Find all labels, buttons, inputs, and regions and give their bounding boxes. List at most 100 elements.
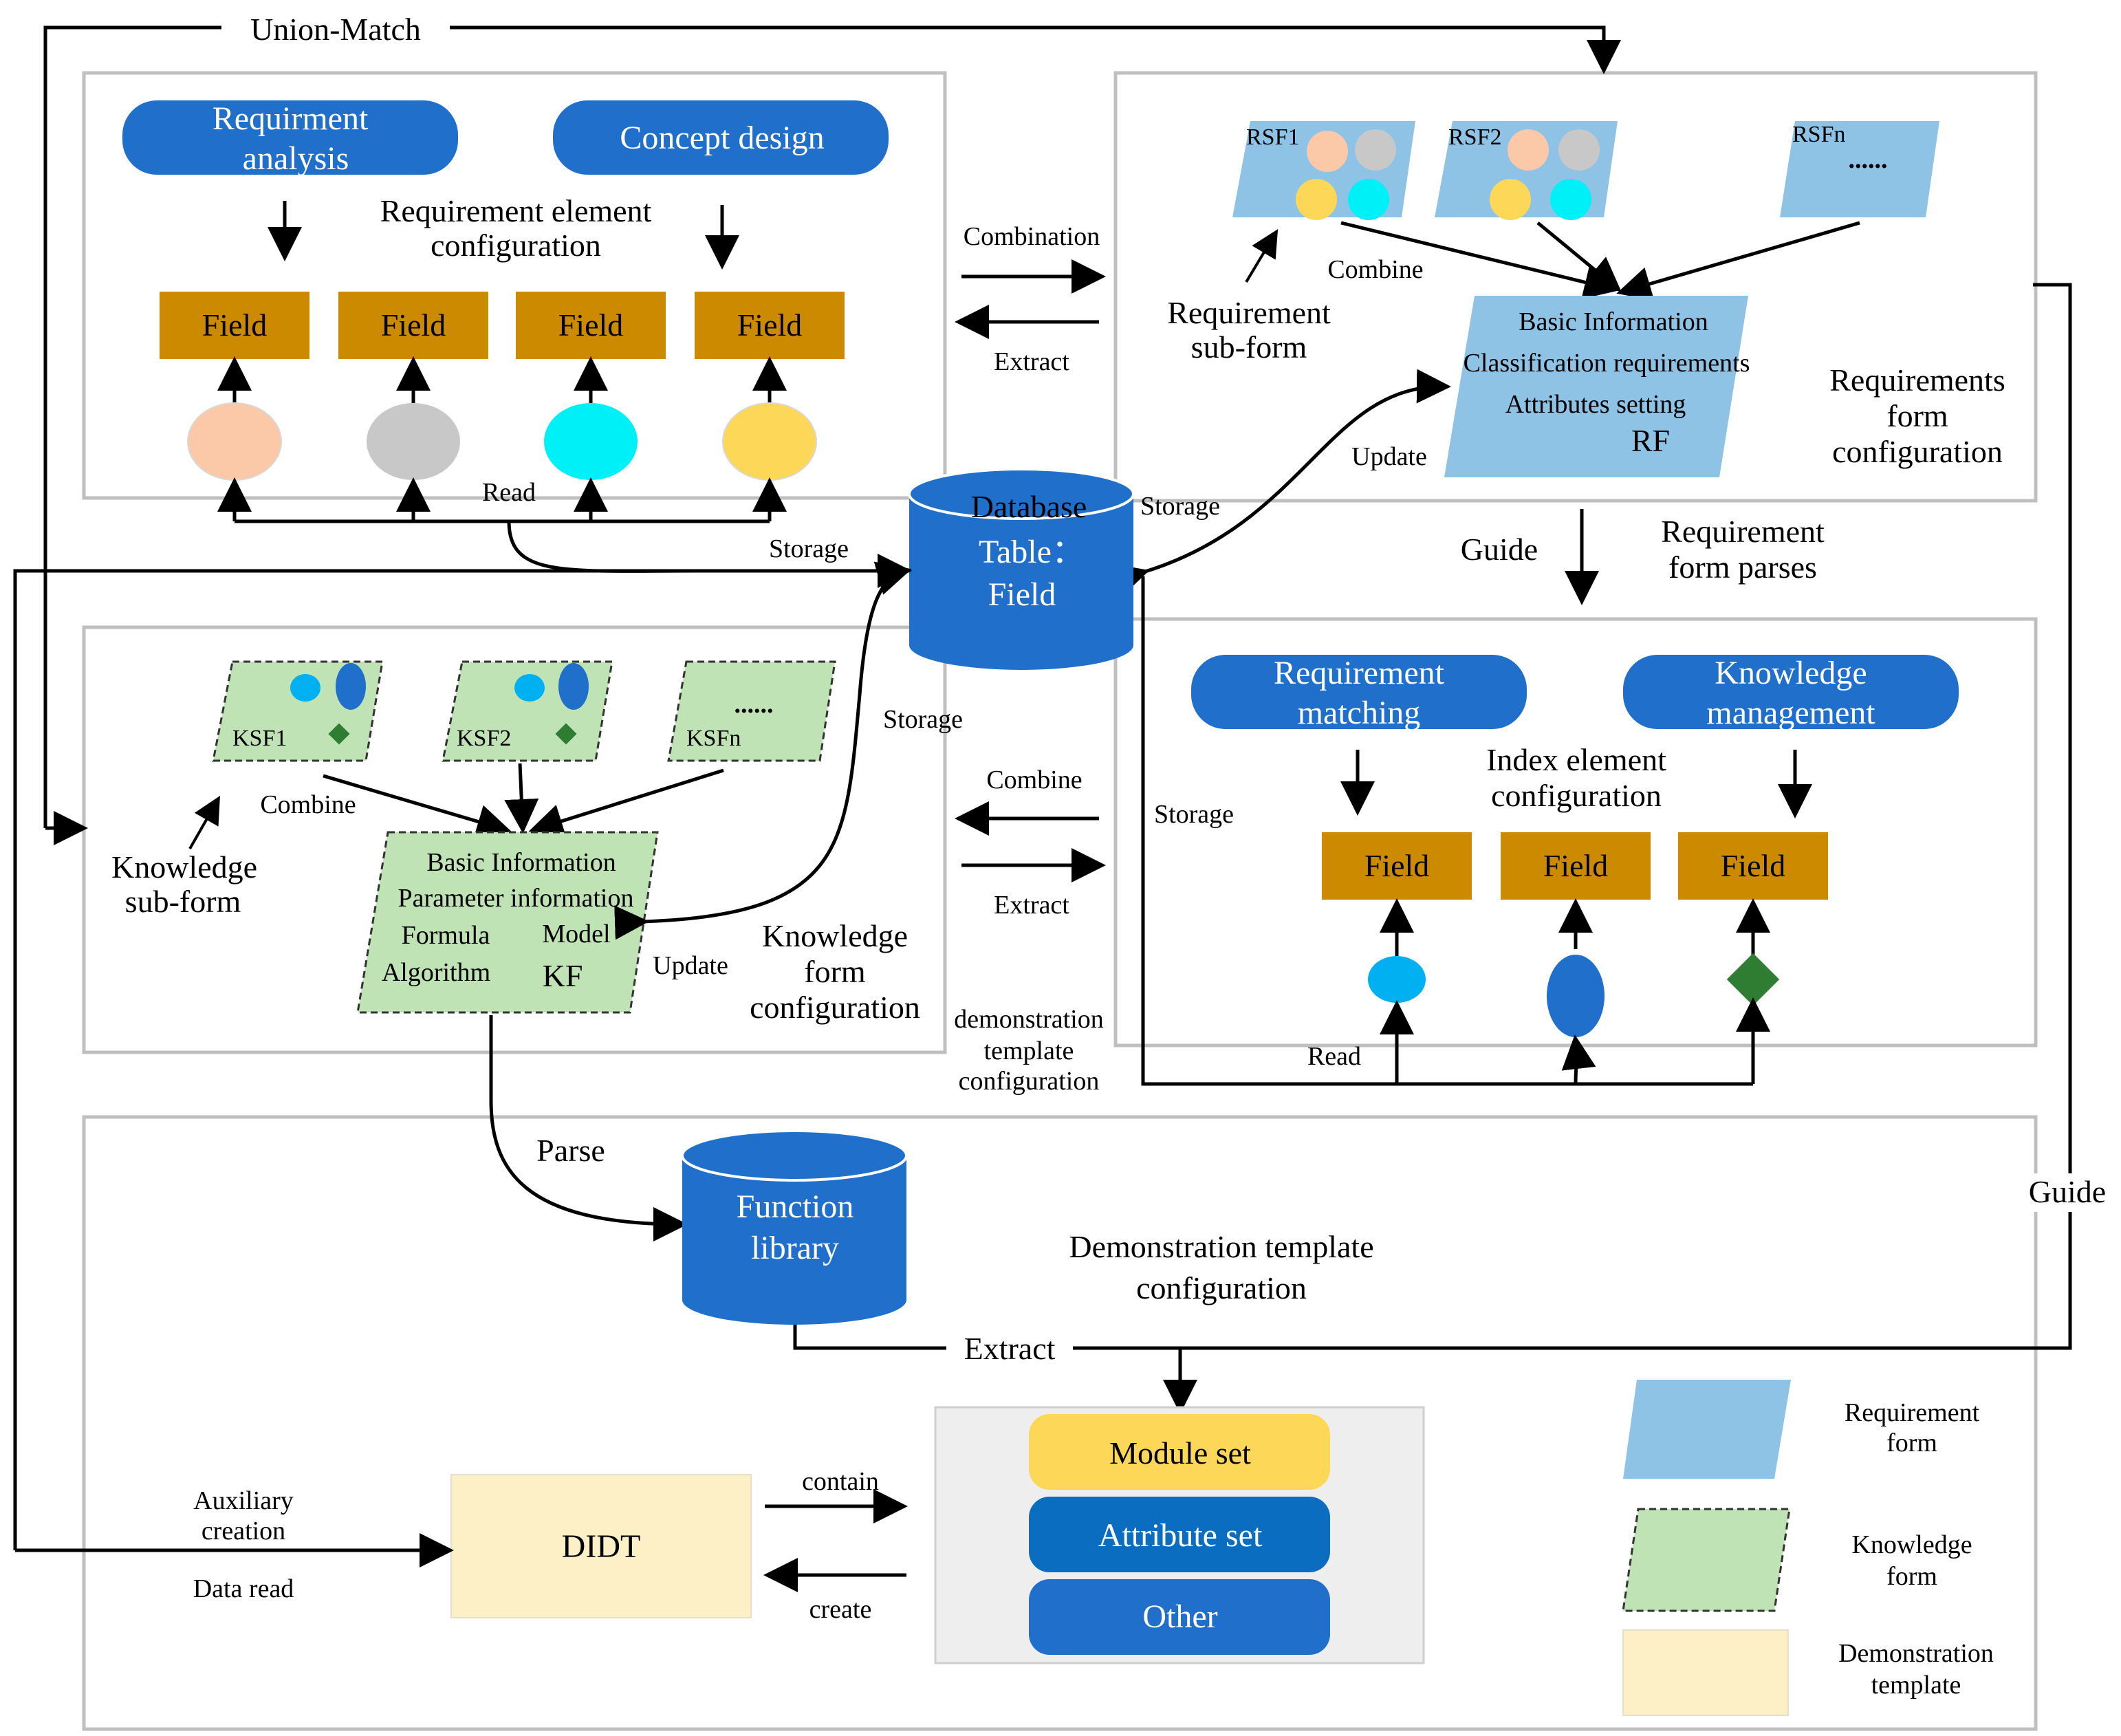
requirements-form-panel [1113,71,2038,503]
attribute-set-pill [1029,1497,1330,1572]
demo-config-label-1: demonstration [954,1005,1103,1034]
req-field-box-3 [516,292,666,359]
rsf1-yellow-dot [1296,179,1337,220]
function-library-line1: Function [737,1189,854,1225]
left-storage-connector [13,554,912,1550]
rsf2-peach-dot [1508,129,1549,171]
guide-label: Guide [1461,532,1538,567]
knowledge-combine-label: Combine [260,790,356,819]
requirement-analysis-line2: analysis [243,140,349,177]
knowledge-subform-pointer [188,796,220,849]
database-line3: Field [988,576,1056,613]
blue-index-icon [1547,955,1605,1037]
requirement-analysis-pill [122,100,458,175]
req-subform-label-2: sub-form [1191,329,1307,365]
legend-requirement-form-swatch [1623,1380,1791,1479]
concept-design-pill [553,100,889,175]
rsfn-to-rf-arrow [1616,221,1860,301]
knowledge-subform-2: KSF2 [442,660,613,762]
didt-label: DIDT [562,1528,641,1565]
legend-demo-template-2: template [1871,1671,1961,1700]
ksf1-green-diamond [328,723,350,745]
req-field-box-2 [338,292,488,359]
req-field-box-4 [695,292,845,359]
grey-element-icon [367,403,460,480]
rf-attributes: Attributes setting [1505,390,1686,419]
req-field-label-4: Field [737,307,803,343]
parse-label: Parse [536,1133,605,1168]
req-field-label-2: Field [381,307,446,343]
requirement-fields: Field Field Field Field [160,292,845,359]
concept-design-label: Concept design [620,120,824,156]
req-read-label: Read [482,478,536,507]
union-match-label: Union-Match [250,12,421,47]
rsf2-label: RSF2 [1448,124,1502,150]
knowledge-subform-label-2: sub-form [125,884,241,919]
ksf2-blue-dot [558,663,589,710]
ksf1-to-kf-arrow [323,774,512,838]
req-subform-label-1: Requirement [1167,295,1331,330]
requirement-matching-pill [1191,655,1527,729]
knowledge-update-label: Update [653,951,728,980]
req-field-box-1 [160,292,309,359]
db-storage-right-label: Storage [1140,492,1220,521]
index-storage-label: Storage [1154,800,1234,829]
extract-top-label: Extract [994,347,1069,376]
module-set-pill [1029,1414,1330,1490]
parse-connector [489,1015,688,1241]
sky-index-icon [1368,956,1426,1003]
aux-creation-label-1: Auxiliary [193,1486,294,1515]
rf-name: RF [1631,423,1670,458]
demo-config-label-3: configuration [959,1067,1100,1096]
requirements-form-title-1: Requirements [1829,362,2005,398]
combination-label: Combination [964,222,1100,251]
req-update-connector [1111,369,1451,597]
index-element-title-2: configuration [1491,778,1662,813]
rsf2-to-rf-arrow [1536,221,1622,292]
ksf1-sky-dot [290,674,320,702]
rsf2-grey-dot [1558,129,1600,171]
create-label: create [809,1595,872,1624]
knowledge-management-line2: management [1706,695,1875,731]
index-fields: Field Field Field [1322,832,1828,900]
knowledge-form-kf: Basic Information Parameter information … [356,831,659,1014]
extract-bottom-label-bg [946,1330,1073,1366]
legend-knowledge-form-swatch [1622,1508,1791,1612]
requirement-matching-line1: Requirement [1274,655,1445,691]
function-library-cylinder: Function library [681,1129,908,1325]
knowledge-management-line1: Knowledge [1715,655,1867,691]
legend-requirement-form-1: Requirement [1845,1398,1980,1427]
kf-name: KF [543,958,583,993]
index-field-label-3: Field [1721,848,1786,883]
knowledge-management-pill [1623,655,1959,729]
req-field-label-1: Field [202,307,268,343]
legend-knowledge-form-1: Knowledge [1851,1530,1972,1559]
requirements-form-title-3: configuration [1832,434,2003,469]
req-update-label: Update [1351,442,1427,471]
requirement-element-title-1: Requirement element [380,193,652,228]
data-read-label: Data read [193,1574,294,1603]
module-set-label: Module set [1109,1435,1251,1471]
peach-element-icon [187,402,282,481]
demo-config-label-2: template [984,1037,1074,1065]
index-field-box-3 [1678,832,1828,900]
kf-algorithm: Algorithm [382,958,490,987]
knowledge-update-connector [614,561,912,940]
right-guide-label: Guide [2029,1174,2106,1209]
right-guide-connector [1163,283,2072,1414]
kf-parameter-info: Parameter information [398,884,634,913]
requirement-subform-n: RSFn ...... [1780,121,1939,217]
extract-mid-label: Extract [994,891,1069,920]
index-field-box-2 [1501,832,1651,900]
ksfn-ellipsis: ...... [735,690,774,719]
requirement-analysis-line1: Requirment [213,100,369,137]
requirement-subform-2: RSF2 [1435,121,1618,220]
demo-template-title-2: configuration [1136,1270,1307,1305]
knowledge-subform-label-1: Knowledge [111,849,257,885]
kf-model: Model [542,920,610,948]
req-field-label-3: Field [558,307,624,343]
req-combine-label: Combine [1327,255,1423,284]
index-read-bus [1141,576,1753,1086]
extract-bottom-label: Extract [964,1331,1056,1366]
